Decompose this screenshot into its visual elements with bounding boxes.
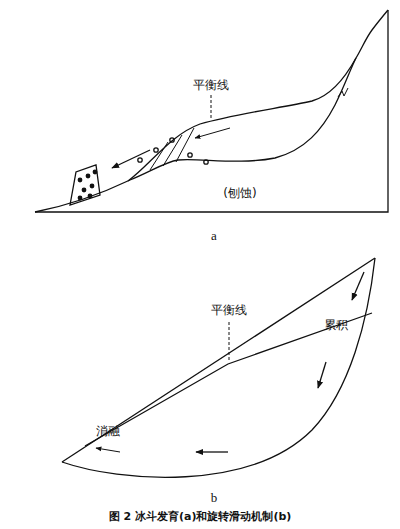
flow-arrow <box>352 272 364 300</box>
flow-arrow <box>112 150 150 168</box>
moraine-pile <box>70 165 100 205</box>
debris <box>170 138 174 142</box>
moraine-boulder <box>78 178 83 183</box>
panel-letter: a <box>211 228 217 244</box>
moraine-boulder <box>88 194 93 199</box>
debris <box>138 158 142 162</box>
equilibrium-label: 平衡线 <box>193 78 229 92</box>
slip-arc <box>62 258 375 477</box>
debris <box>188 153 192 157</box>
flow-arrow <box>318 362 326 388</box>
debris <box>154 148 158 152</box>
shear-plane <box>150 128 194 170</box>
figure-caption: 图 2 冰斗发育(a)和旋转滑动机制(b) <box>0 509 400 524</box>
moraine-boulder <box>93 170 98 175</box>
moraine-boulder <box>90 184 95 189</box>
bedrock-profile <box>35 10 388 212</box>
moraine-boulder <box>86 174 91 179</box>
flow-arrow <box>96 448 120 452</box>
erosion-label: (刨蚀) <box>223 186 256 200</box>
ablation-label: 消融 <box>96 424 120 438</box>
panel-letter: b <box>211 490 218 506</box>
debris <box>204 160 208 164</box>
rotated-surface <box>85 313 372 446</box>
moraine-boulder <box>78 196 83 201</box>
equilibrium-label: 平衡线 <box>211 303 247 317</box>
flow-arrow <box>195 128 230 138</box>
equilibrium-leader <box>211 95 212 120</box>
accumulation-label: 累积 <box>324 318 348 332</box>
moraine-boulder <box>82 188 87 193</box>
original-surface <box>62 258 375 462</box>
ice-surface <box>128 58 356 181</box>
flow-arrow <box>196 451 228 452</box>
equilibrium-leader <box>229 322 230 360</box>
frame-line <box>35 10 388 212</box>
bergschrund-mark <box>338 88 348 97</box>
